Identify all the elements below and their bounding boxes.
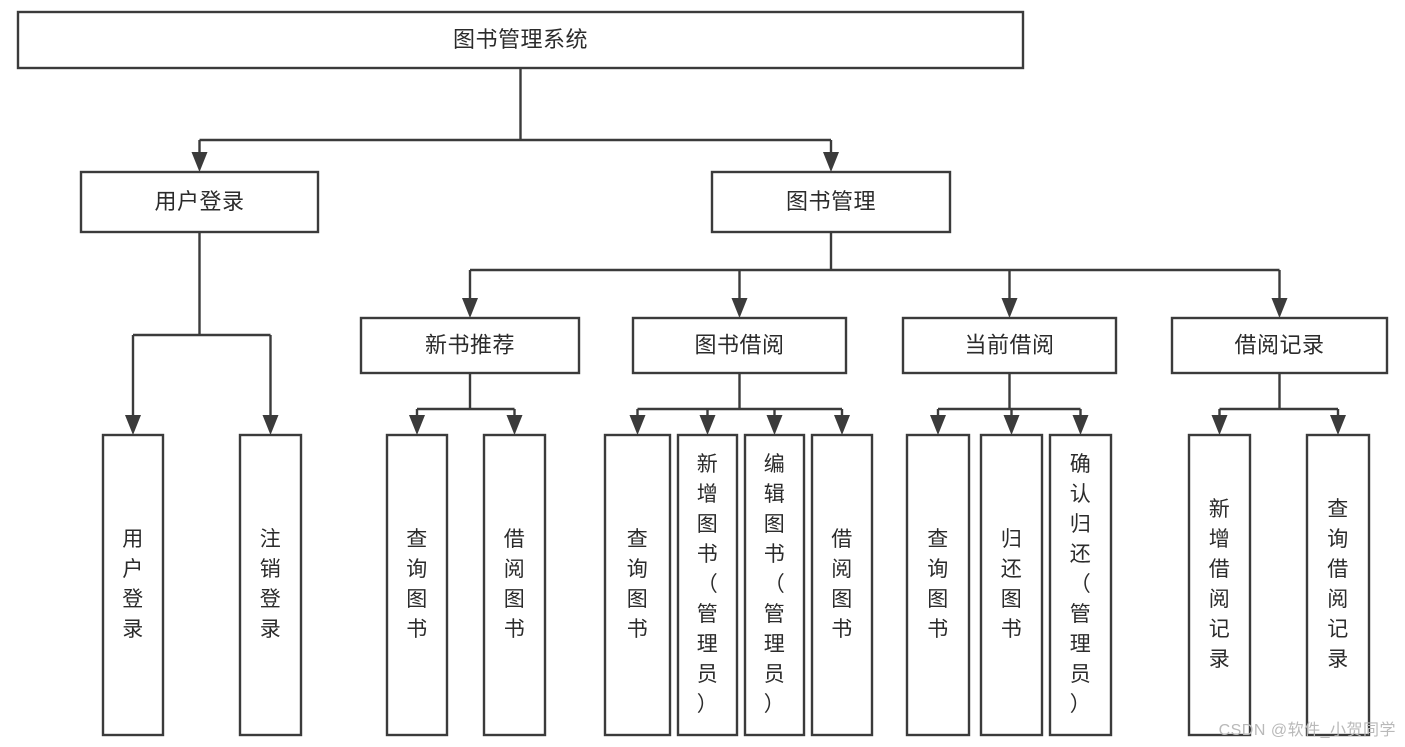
node-label: 注销登录 xyxy=(260,528,282,641)
node-label: 新增借阅记录 xyxy=(1209,498,1231,671)
node-label: 新书推荐 xyxy=(425,332,515,357)
arrow-head-icon xyxy=(1271,298,1288,318)
node-box[interactable] xyxy=(603,433,672,737)
arrow-head-icon xyxy=(930,415,946,435)
node-label: 图书管理 xyxy=(786,189,876,214)
node-label: 当前借阅 xyxy=(964,332,1054,357)
arrow-head-icon xyxy=(409,415,425,435)
node-leaf-borrow-book-2[interactable]: 借阅图书 xyxy=(810,433,874,737)
arrow-head-icon xyxy=(699,415,716,435)
arrow-head-icon xyxy=(1211,415,1228,435)
node-book-borrow[interactable]: 图书借阅 xyxy=(631,316,848,375)
node-leaf-user-login[interactable]: 用户登录 xyxy=(101,433,165,737)
node-label: 查询图书 xyxy=(627,528,649,641)
edges-layer xyxy=(125,68,1346,435)
node-leaf-edit-book[interactable]: 编辑图书（管理员） xyxy=(743,433,806,737)
node-box[interactable] xyxy=(979,433,1044,737)
node-box[interactable] xyxy=(631,316,848,375)
node-box[interactable] xyxy=(101,433,165,737)
node-box[interactable] xyxy=(905,433,971,737)
arrow-head-icon xyxy=(125,415,141,435)
node-label: 图书借阅 xyxy=(694,332,784,357)
node-box[interactable] xyxy=(743,433,806,737)
node-label: 借阅图书 xyxy=(504,528,526,641)
watermark-label: CSDN @软件_小贺同学 xyxy=(1218,722,1396,739)
node-new-book-rec[interactable]: 新书推荐 xyxy=(359,316,581,375)
node-label: 用户登录 xyxy=(122,528,144,641)
arrow-head-icon xyxy=(1072,415,1089,435)
arrow-head-icon xyxy=(462,298,478,318)
arrow-head-icon xyxy=(823,152,839,172)
arrow-head-icon xyxy=(262,415,279,435)
node-label: 用户登录 xyxy=(154,189,244,214)
node-label: 查询图书 xyxy=(927,528,949,641)
node-root[interactable]: 图书管理系统 xyxy=(16,10,1025,70)
node-leaf-query-record[interactable]: 查询借阅记录 xyxy=(1305,433,1371,737)
node-box[interactable] xyxy=(79,170,320,234)
arrow-head-icon xyxy=(834,415,850,435)
node-box[interactable] xyxy=(482,433,547,737)
node-leaf-logout[interactable]: 注销登录 xyxy=(238,433,303,737)
node-leaf-query-book-3[interactable]: 查询图书 xyxy=(905,433,971,737)
node-leaf-return-book[interactable]: 归还图书 xyxy=(979,433,1044,737)
node-box[interactable] xyxy=(1048,433,1113,737)
arrow-head-icon xyxy=(1003,415,1020,435)
node-borrow-record[interactable]: 借阅记录 xyxy=(1170,316,1389,375)
node-label: 编辑图书（管理员） xyxy=(764,453,786,716)
node-leaf-query-book-2[interactable]: 查询图书 xyxy=(603,433,672,737)
node-label: 借阅记录 xyxy=(1234,332,1324,357)
node-leaf-add-book[interactable]: 新增图书（管理员） xyxy=(676,433,739,737)
node-label: 图书管理系统 xyxy=(453,27,588,52)
node-box[interactable] xyxy=(710,170,952,234)
node-book-manage[interactable]: 图书管理 xyxy=(710,170,952,234)
node-box[interactable] xyxy=(901,316,1118,375)
node-label: 查询图书 xyxy=(406,528,428,641)
arrow-head-icon xyxy=(191,152,208,172)
node-current-borrow[interactable]: 当前借阅 xyxy=(901,316,1118,375)
arrow-head-icon xyxy=(1001,298,1018,318)
node-label: 查询借阅记录 xyxy=(1327,498,1349,671)
node-box[interactable] xyxy=(1187,433,1252,737)
node-user-login[interactable]: 用户登录 xyxy=(79,170,320,234)
node-leaf-query-book-1[interactable]: 查询图书 xyxy=(385,433,449,737)
node-label: 借阅图书 xyxy=(831,528,853,641)
nodes-layer: 图书管理系统用户登录图书管理新书推荐图书借阅当前借阅借阅记录用户登录注销登录查询… xyxy=(16,10,1389,737)
node-leaf-confirm-return[interactable]: 确认归还（管理员） xyxy=(1048,433,1113,737)
node-label: 确认归还（管理员） xyxy=(1070,453,1092,716)
arrow-head-icon xyxy=(731,298,748,318)
arrow-head-icon xyxy=(629,415,646,435)
arrow-head-icon xyxy=(506,415,523,435)
node-box[interactable] xyxy=(359,316,581,375)
node-box[interactable] xyxy=(238,433,303,737)
node-box[interactable] xyxy=(676,433,739,737)
arrow-head-icon xyxy=(1330,415,1346,435)
node-label: 归还图书 xyxy=(1001,528,1023,641)
node-box[interactable] xyxy=(385,433,449,737)
node-box[interactable] xyxy=(1305,433,1371,737)
node-leaf-borrow-book-1[interactable]: 借阅图书 xyxy=(482,433,547,737)
node-box[interactable] xyxy=(16,10,1025,70)
arrow-head-icon xyxy=(766,415,783,435)
node-box[interactable] xyxy=(1170,316,1389,375)
node-leaf-add-record[interactable]: 新增借阅记录 xyxy=(1187,433,1252,737)
node-label: 新增图书（管理员） xyxy=(697,453,719,716)
node-box[interactable] xyxy=(810,433,874,737)
